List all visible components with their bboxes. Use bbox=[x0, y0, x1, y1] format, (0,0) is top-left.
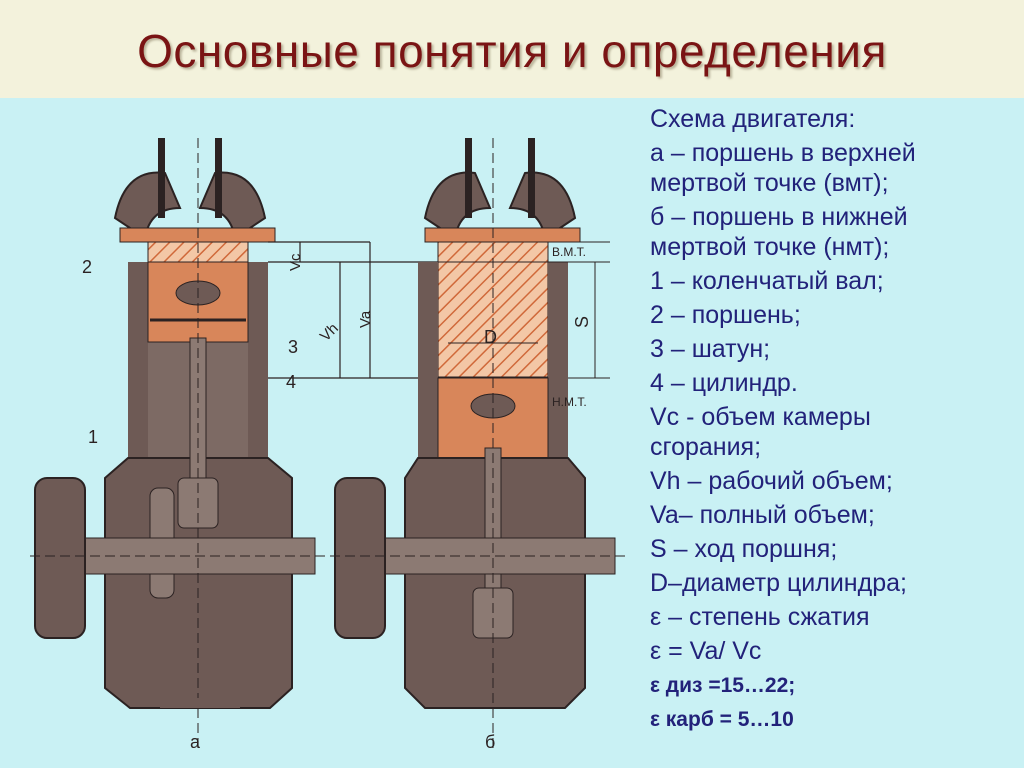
label-num-1: 1 bbox=[88, 427, 98, 447]
label-b: б bbox=[485, 732, 495, 752]
label-num-3: 3 bbox=[288, 337, 298, 357]
label-vc: Vc bbox=[287, 253, 304, 271]
label-nmt: Н.М.Т. bbox=[552, 395, 587, 409]
legend-item: 2 – поршень; bbox=[650, 301, 801, 329]
legend-item: 3 – шатун; bbox=[650, 335, 771, 363]
label-vh: Vh bbox=[317, 320, 342, 345]
label-s: S bbox=[572, 316, 592, 328]
legend-item: D–диаметр цилиндра; bbox=[650, 569, 907, 597]
slide-content: 2 1 3 4 Vc Vh Va В.М.Т. Н.М.Т. S D а б С… bbox=[0, 98, 1024, 768]
legend-item: ε – степень сжатия bbox=[650, 603, 870, 631]
engine-a bbox=[30, 138, 330, 748]
legend-text: Схема двигателя: а – поршень в верхней м… bbox=[650, 104, 1020, 738]
engine-b bbox=[330, 138, 625, 748]
legend-item: S – ход поршня; bbox=[650, 535, 838, 563]
legend-item: Va– полный объем; bbox=[650, 501, 875, 529]
label-a: а bbox=[190, 732, 201, 752]
legend-item-bold: ε карб = 5…10 bbox=[650, 708, 794, 731]
legend-item: а – поршень в верхней мертвой точке (вмт… bbox=[650, 139, 916, 197]
engine-diagram: 2 1 3 4 Vc Vh Va В.М.Т. Н.М.Т. S D а б bbox=[30, 138, 625, 752]
legend-item-bold: ε диз =15…22; bbox=[650, 674, 796, 697]
legend-item: ε = Va/ Vc bbox=[650, 637, 762, 665]
title-bar: Основные понятия и определения bbox=[0, 0, 1024, 98]
legend-item: 1 – коленчатый вал; bbox=[650, 267, 884, 295]
legend-item: Схема двигателя: bbox=[650, 105, 856, 133]
legend-item: б – поршень в нижней мертвой точке (нмт)… bbox=[650, 203, 908, 261]
legend-item: Vc - объем камеры сгорания; bbox=[650, 403, 871, 461]
label-num-4: 4 bbox=[286, 372, 296, 392]
page-title: Основные понятия и определения bbox=[137, 25, 887, 77]
label-vmt: В.М.Т. bbox=[552, 245, 586, 259]
legend-item: Vh – рабочий объем; bbox=[650, 467, 893, 495]
legend-item: 4 – цилиндр. bbox=[650, 369, 798, 397]
label-va: Va bbox=[357, 310, 374, 328]
label-num-2: 2 bbox=[82, 257, 92, 277]
label-d: D bbox=[484, 327, 497, 347]
